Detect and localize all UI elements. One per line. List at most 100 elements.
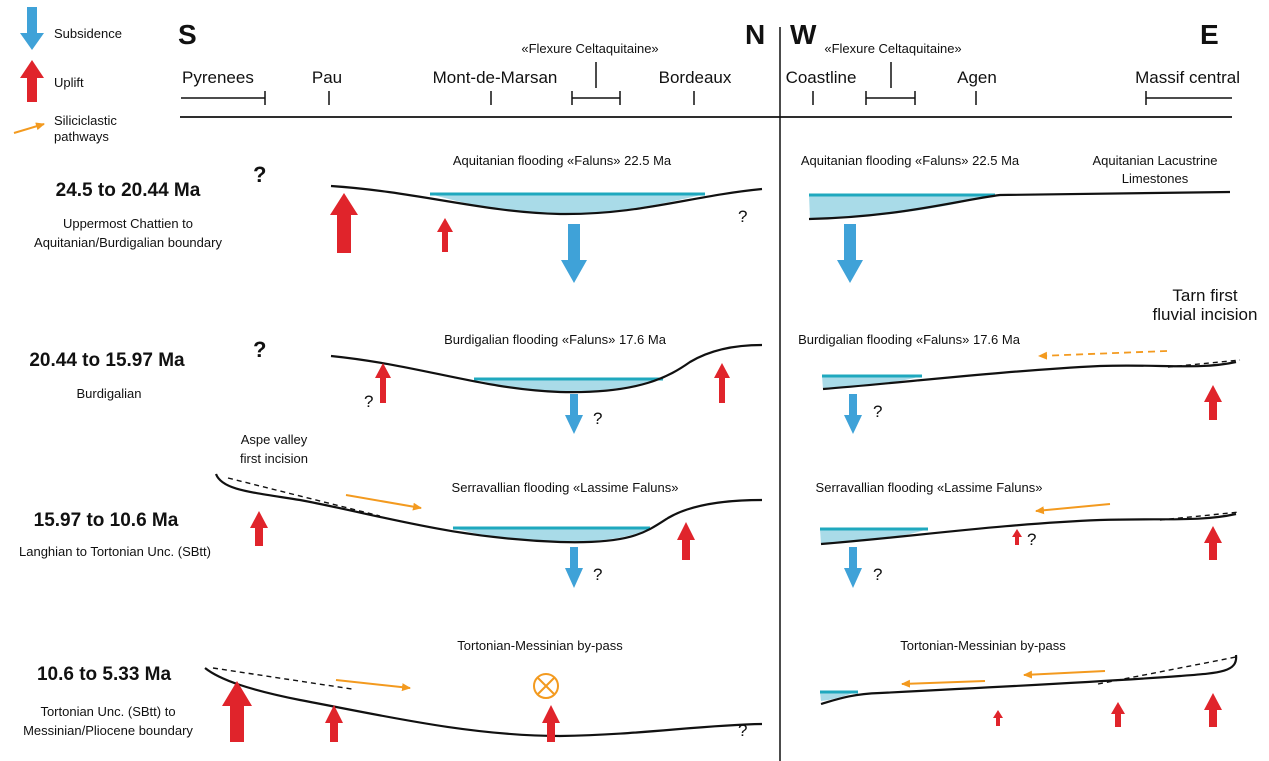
uplift-arrow-icon: [677, 522, 695, 560]
row3-question-mark: ?: [593, 565, 602, 584]
row3-left-note-1: Aspe valley: [241, 432, 308, 447]
row2-unknown-mark: ?: [253, 337, 266, 362]
direction-n: N: [745, 19, 765, 50]
row4-siliciclastic-pathway: [335, 679, 411, 692]
row2-siliciclastic-pathway: [1038, 350, 1168, 360]
row4-right-profile: [820, 654, 1238, 706]
row3-left-caption: Serravallian flooding «Lassime Faluns»: [452, 480, 679, 495]
row3-right-caption: Serravallian flooding «Lassime Faluns»: [816, 480, 1043, 495]
row4-right-basin-water: [820, 692, 856, 701]
row4-siliciclastic-pathway-2: [1023, 670, 1106, 679]
bypass-cross-circle-icon: [533, 673, 559, 699]
row4-left-panel: Tortonian-Messinian by-pass ?: [204, 638, 763, 742]
uplift-arrow-icon: [330, 193, 358, 253]
legend-subsidence-label: Subsidence: [54, 26, 122, 41]
row4-subtitle-1: Tortonian Unc. (SBtt) to: [40, 704, 175, 719]
row1-left-profile: [330, 184, 763, 216]
subsidence-arrow-icon: [837, 224, 863, 283]
uplift-arrow-icon: [542, 705, 560, 742]
row1-right-basin-water: [809, 195, 995, 219]
uplift-arrow-icon: [325, 705, 343, 742]
row3-subtitle-1: Langhian to Tortonian Unc. (SBtt): [19, 544, 211, 559]
legend-uplift-label: Uplift: [54, 75, 84, 90]
uplift-arrow-icon: [437, 218, 453, 252]
flexure-label-right: «Flexure Celtaquitaine»: [824, 41, 961, 56]
location-agen: Agen: [957, 68, 997, 87]
row1-left-caption: Aquitanian flooding «Faluns» 22.5 Ma: [453, 153, 672, 168]
uplift-arrow-icon: [1012, 529, 1022, 545]
location-bordeaux: Bordeaux: [659, 68, 732, 87]
uplift-legend-arrow-icon: [20, 60, 44, 102]
row2-right-note-1: Tarn first: [1172, 286, 1237, 305]
row1-subtitle-2: Aquitanian/Burdigalian boundary: [34, 235, 222, 250]
uplift-arrow-icon: [1204, 693, 1222, 727]
row-labels: 24.5 to 20.44 Ma Uppermost Chattien to A…: [19, 180, 222, 738]
row2-right-caption: Burdigalian flooding «Faluns» 17.6 Ma: [798, 332, 1021, 347]
direction-e: E: [1200, 19, 1219, 50]
location-coastline: Coastline: [786, 68, 857, 87]
row2-age: 20.44 to 15.97 Ma: [29, 350, 185, 371]
location-pyrenees: Pyrenees: [182, 68, 254, 87]
row3-left-panel: Aspe valley first incision Serravallian …: [214, 432, 763, 588]
row1-right-panel: Aquitanian flooding «Faluns» 22.5 Ma Aqu…: [801, 153, 1231, 283]
row2-right-question-mark: ?: [873, 402, 882, 421]
row3-siliciclastic-pathway: [1035, 503, 1111, 515]
row4-incision-dashed: [212, 667, 353, 690]
legend: Subsidence Uplift Siliciclastic pathways: [13, 7, 122, 144]
uplift-arrow-icon: [250, 511, 268, 546]
subsidence-legend-arrow-icon: [20, 7, 44, 50]
row4-left-caption: Tortonian-Messinian by-pass: [457, 638, 623, 653]
row1-left-panel: Aquitanian flooding «Faluns» 22.5 Ma ? ?: [253, 153, 763, 283]
uplift-arrow-icon: [993, 710, 1003, 726]
row1-unknown-mark: ?: [253, 162, 266, 187]
row1-right-profile: [808, 190, 1231, 221]
row2-right-panel: Burdigalian flooding «Faluns» 17.6 Ma Ta…: [798, 286, 1257, 434]
row3-left-profile: [214, 473, 763, 544]
row2-question-mark-2: ?: [593, 409, 602, 428]
legend-siliciclastic-label-2: pathways: [54, 129, 109, 144]
row3-right-profile: [820, 512, 1237, 546]
row1-right-caption: Aquitanian flooding «Faluns» 22.5 Ma: [801, 153, 1020, 168]
siliciclastic-legend-arrow-icon: [13, 122, 45, 134]
row4-right-panel: Tortonian-Messinian by-pass: [820, 638, 1238, 727]
row4-right-incision-dashed: [1097, 656, 1237, 685]
subsidence-arrow-icon: [565, 547, 583, 588]
row1-age: 24.5 to 20.44 Ma: [56, 180, 201, 201]
flexure-label-left: «Flexure Celtaquitaine»: [521, 41, 658, 56]
row3-age: 15.97 to 10.6 Ma: [34, 510, 179, 531]
location-pau: Pau: [312, 68, 342, 87]
row3-right-basin-water: [820, 529, 928, 544]
row3-right-incision-dashed: [1159, 511, 1241, 521]
uplift-arrow-icon: [714, 363, 730, 403]
row4-left-profile: [204, 667, 763, 738]
row3-right-question-mark-1: ?: [1027, 530, 1036, 549]
row1-subtitle-1: Uppermost Chattien to: [63, 216, 193, 231]
row4-right-caption: Tortonian-Messinian by-pass: [900, 638, 1066, 653]
row2-left-panel: Burdigalian flooding «Faluns» 17.6 Ma ? …: [253, 332, 763, 434]
row2-left-profile: [330, 343, 763, 394]
row4-question-mark: ?: [738, 721, 747, 740]
row4-age: 10.6 to 5.33 Ma: [37, 664, 172, 685]
row1-question-mark: ?: [738, 207, 747, 226]
row1-right-note-2: Limestones: [1122, 171, 1189, 186]
uplift-arrow-icon: [1111, 702, 1125, 727]
subsidence-arrow-icon: [844, 547, 862, 588]
direction-w: W: [790, 19, 817, 50]
row3-incision-dashed: [227, 477, 381, 517]
subsidence-arrow-icon: [844, 394, 862, 434]
row2-question-mark-1: ?: [364, 392, 373, 411]
direction-s: S: [178, 19, 197, 50]
row4-subtitle-2: Messinian/Pliocene boundary: [23, 723, 193, 738]
row3-right-panel: Serravallian flooding «Lassime Faluns» ?…: [816, 480, 1241, 588]
row2-right-basin-water: [822, 376, 922, 389]
row2-incision-dashed: [1167, 359, 1241, 368]
subsidence-arrow-icon: [565, 394, 583, 434]
uplift-arrow-icon: [375, 363, 391, 403]
location-ticks: [181, 62, 1232, 105]
uplift-arrow-icon: [1204, 385, 1222, 420]
row1-right-note-1: Aquitanian Lacustrine: [1092, 153, 1217, 168]
row4-siliciclastic-pathway-1: [901, 679, 986, 688]
uplift-arrow-icon: [222, 681, 252, 742]
location-mont-de-marsan: Mont-de-Marsan: [433, 68, 558, 87]
